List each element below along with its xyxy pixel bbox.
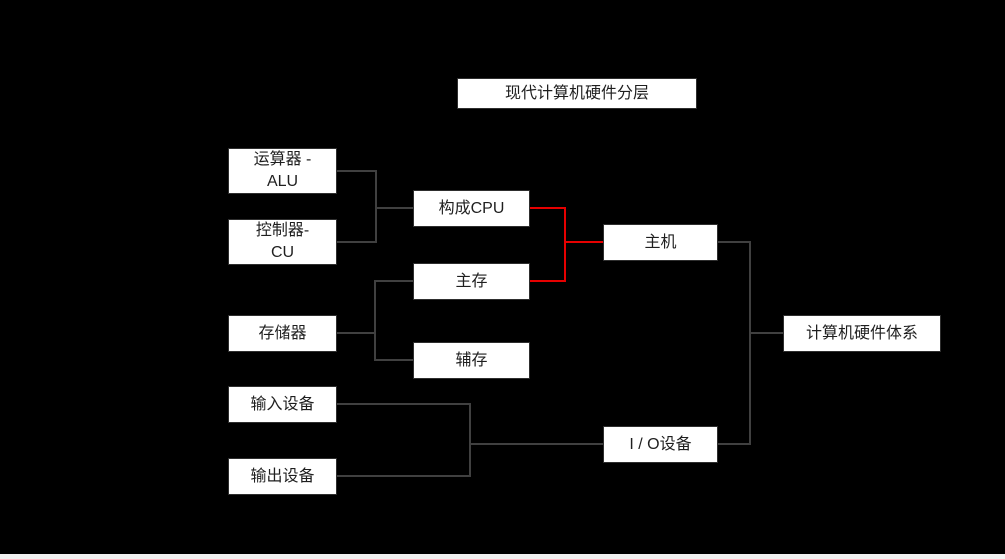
node-input-device-label: 输入设备 [250, 395, 315, 413]
node-host: 主机 [603, 224, 718, 261]
node-host-label: 主机 [644, 233, 677, 251]
connector-to-cpu-h [375, 207, 413, 209]
connector-alu-cu-v [375, 170, 377, 243]
node-cpu-label: 构成CPU [438, 199, 505, 217]
connector-storage-h [337, 332, 376, 334]
node-input-device: 输入设备 [228, 386, 337, 423]
connector-cu-h [337, 241, 377, 243]
connector-to-host-h-red [564, 241, 603, 243]
connector-to-aux-memory-h [374, 359, 413, 361]
connector-to-main-memory-h [374, 280, 413, 282]
node-hardware-system: 计算机硬件体系 [783, 315, 941, 352]
node-cpu: 构成CPU [413, 190, 530, 227]
connector-input-h [337, 403, 471, 405]
node-aux-memory: 辅存 [413, 342, 530, 379]
connector-host-io-v [749, 241, 751, 445]
node-main-memory: 主存 [413, 263, 530, 300]
node-storage: 存储器 [228, 315, 337, 352]
connector-io-h [718, 443, 751, 445]
diagram-title-label: 现代计算机硬件分层 [504, 84, 649, 102]
connector-mm-aux-v [374, 280, 376, 361]
connector-cpu-h-red [530, 207, 566, 209]
node-cu-label: 控制器- CU [255, 222, 310, 261]
connector-to-io-device-h [469, 443, 603, 445]
connector-in-out-v [469, 403, 471, 477]
connector-output-h [337, 475, 471, 477]
node-output-device: 输出设备 [228, 458, 337, 495]
connector-host-h [718, 241, 751, 243]
connector-alu-h [337, 170, 377, 172]
node-alu-label: 运算器 - ALU [253, 151, 312, 190]
bottom-edge-bar [0, 554, 1005, 559]
node-io-device-label: I / O设备 [629, 435, 692, 453]
node-cu: 控制器- CU [228, 219, 337, 265]
node-main-memory-label: 主存 [455, 272, 488, 290]
node-aux-memory-label: 辅存 [455, 351, 488, 369]
node-alu: 运算器 - ALU [228, 148, 337, 194]
node-hardware-system-label: 计算机硬件体系 [805, 324, 918, 342]
node-storage-label: 存储器 [258, 324, 307, 342]
node-output-device-label: 输出设备 [250, 467, 315, 485]
connector-main-memory-h-red [530, 280, 566, 282]
connector-cpu-mm-v-red [564, 207, 566, 282]
node-io-device: I / O设备 [603, 426, 718, 463]
diagram-title: 现代计算机硬件分层 [457, 78, 697, 109]
connector-to-hardware-system-h [749, 332, 783, 334]
